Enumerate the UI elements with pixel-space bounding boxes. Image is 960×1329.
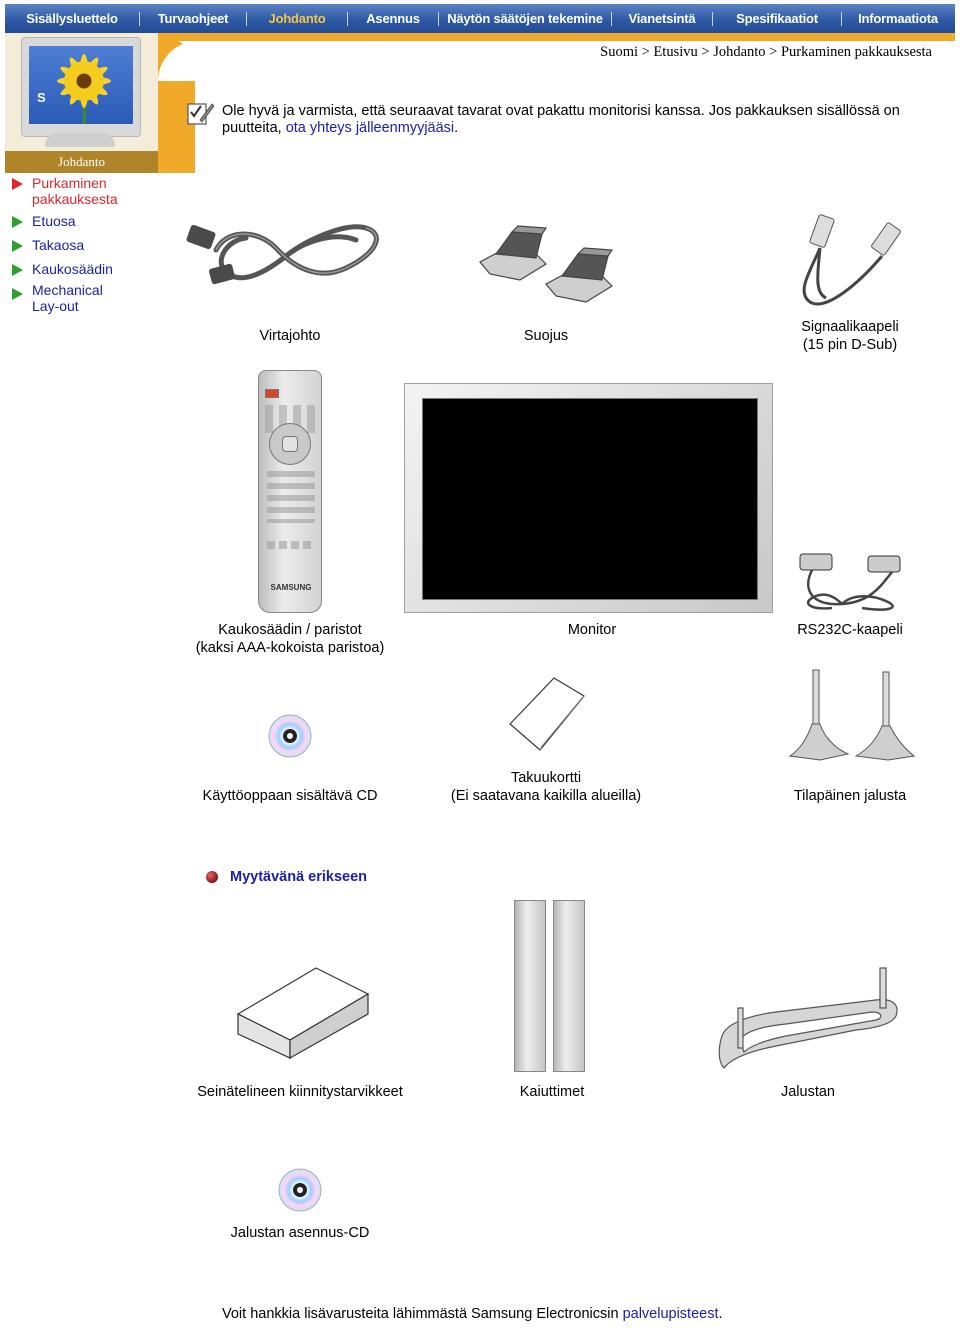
sidebar-item-purkaminen[interactable]: Purkaminen pakkauksesta xyxy=(12,175,142,207)
sidebar-item-etuosa[interactable]: Etuosa xyxy=(12,213,142,229)
contact-dealer-link[interactable]: ota yhteys jälleenmyyjääsi xyxy=(285,120,455,136)
monitor-screen: S xyxy=(29,46,133,124)
sidebar-item-kaukosaadin[interactable]: Kaukosäädin xyxy=(12,261,142,277)
nav-separator xyxy=(139,11,140,26)
nav-separator xyxy=(841,11,842,26)
intro-text: Ole hyvä ja varmista, että seuraavat tav… xyxy=(222,103,937,137)
remote-caption: Kaukosäädin / paristot (kaksi AAA-kokois… xyxy=(196,622,385,657)
orange-frame-top xyxy=(158,33,955,41)
sidebar-item-takaosa[interactable]: Takaosa xyxy=(12,237,142,253)
nav-johdanto[interactable]: Johdanto xyxy=(268,11,326,26)
rs232-cable-image xyxy=(799,553,901,611)
nav-vianetsinta[interactable]: Vianetsintä xyxy=(628,11,696,26)
pedestal-stand-image xyxy=(718,967,898,1069)
nav-separator xyxy=(246,11,247,26)
monitor-caption: Monitor xyxy=(567,622,617,638)
triangle-arrow-icon xyxy=(12,216,23,228)
signal-cable-image xyxy=(802,214,901,306)
footer-body: Voit hankkia lisävarusteita lähimmästä S… xyxy=(222,1306,619,1322)
service-center-link[interactable]: palvelupisteest xyxy=(622,1306,719,1322)
nav-turvaohjeet[interactable]: Turvaohjeet xyxy=(157,11,229,26)
stand-cd-image xyxy=(278,1168,322,1212)
power-cord-caption: Virtajohto xyxy=(259,328,321,344)
monitor-illustration: S xyxy=(5,33,158,151)
section-label: Johdanto xyxy=(5,151,158,173)
triangle-arrow-icon xyxy=(12,240,23,252)
remote-brand-label: SAMSUNG xyxy=(270,583,312,592)
wall-mount-kit-image xyxy=(236,967,370,1060)
signal-cable-caption: Signaalikaapeli (15 pin D-Sub) xyxy=(801,319,899,354)
red-bullet-icon xyxy=(206,871,218,883)
cd-caption: Käyttöoppaan sisältävä CD xyxy=(202,788,378,804)
cover-image xyxy=(479,225,614,303)
sidebar-item-label: Takaosa xyxy=(32,237,85,253)
monitor-base xyxy=(45,133,115,147)
pedestal-caption: Jalustan xyxy=(780,1084,836,1100)
triangle-arrow-icon xyxy=(12,264,23,276)
top-navigation: Sisällysluettelo Turvaohjeet Johdanto As… xyxy=(5,4,955,33)
nav-asennus[interactable]: Asennus xyxy=(366,11,420,26)
remote-control-image: SAMSUNG xyxy=(258,370,322,613)
breadcrumb: Suomi > Etusivu > Johdanto > Purkaminen … xyxy=(600,44,932,61)
warranty-caption-line1: Takuukortti xyxy=(510,770,582,786)
monitor-graphic: S xyxy=(21,37,141,137)
remote-caption-line2: (kaksi AAA-kokoista paristoa) xyxy=(195,639,385,656)
nav-informaatiota[interactable]: Informaatiota xyxy=(858,11,938,26)
breadcrumb-johdanto[interactable]: Johdanto xyxy=(713,44,766,60)
breadcrumb-current[interactable]: Purkaminen pakkauksesta xyxy=(780,44,932,60)
samsung-logo: S xyxy=(37,90,46,105)
stand-cd-caption: Jalustan asennus-CD xyxy=(230,1225,370,1241)
intro-end: . xyxy=(454,120,459,136)
power-cord-image xyxy=(186,224,379,285)
cd-image xyxy=(268,714,312,758)
rs232-caption: RS232C-kaapeli xyxy=(797,622,903,638)
speakers-caption: Kaiuttimet xyxy=(519,1084,585,1100)
stand-image xyxy=(788,669,916,761)
sidebar-item-mechanical-layout[interactable]: Mechanical Lay-out xyxy=(12,282,112,314)
sidebar-item-label: Etuosa xyxy=(32,213,76,229)
nav-separator xyxy=(611,11,612,26)
nav-spesifikaatiot[interactable]: Spesifikaatiot xyxy=(736,11,818,26)
signal-cable-caption-line2: (15 pin D-Sub) xyxy=(802,336,898,353)
nav-naytön-saatojen-tekemine[interactable]: Näytön säätöjen tekemine xyxy=(447,11,603,26)
sidebar-item-label: Mechanical Lay-out xyxy=(32,282,103,314)
footer-text: Voit hankkia lisävarusteita lähimmästä S… xyxy=(222,1306,723,1322)
warranty-card-image xyxy=(509,677,585,751)
breadcrumb-separator: > xyxy=(769,44,778,60)
triangle-arrow-icon xyxy=(12,288,23,300)
triangle-arrow-icon xyxy=(12,178,23,190)
nav-separator xyxy=(438,11,439,26)
breadcrumb-suomi[interactable]: Suomi xyxy=(600,44,638,60)
nav-sisallysluettelo[interactable]: Sisällysluettelo xyxy=(26,11,118,26)
footer-end: . xyxy=(718,1306,723,1322)
sold-separately-heading: Myytävänä erikseen xyxy=(206,869,367,885)
speaker-left-image xyxy=(514,900,546,1072)
warranty-caption: Takuukortti (Ei saatavana kaikilla aluei… xyxy=(451,770,641,805)
nav-separator xyxy=(347,11,348,26)
breadcrumb-separator: > xyxy=(701,44,710,60)
cover-caption: Suojus xyxy=(523,328,569,344)
sidebar-item-label: Kaukosäädin xyxy=(32,261,113,277)
breadcrumb-separator: > xyxy=(641,44,650,60)
speaker-right-image xyxy=(553,900,585,1072)
nav-separator xyxy=(712,11,713,26)
breadcrumb-etusivu[interactable]: Etusivu xyxy=(653,44,698,60)
warranty-caption-line2: (Ei saatavana kaikilla alueilla) xyxy=(450,787,642,804)
sunflower-image xyxy=(61,58,107,104)
wall-mount-caption: Seinätelineen kiinnitystarvikkeet xyxy=(197,1084,403,1100)
checklist-pencil-icon xyxy=(187,103,214,125)
sold-separately-title: Myytävänä erikseen xyxy=(230,869,368,885)
sidebar-item-label: Purkaminen pakkauksesta xyxy=(32,175,118,207)
monitor-image xyxy=(404,383,773,613)
signal-cable-caption-line1: Signaalikaapeli xyxy=(801,319,899,335)
stand-caption: Tilapäinen jalusta xyxy=(793,788,907,804)
intro-body: Ole hyvä ja varmista, että seuraavat tav… xyxy=(222,103,900,136)
remote-caption-line1: Kaukosäädin / paristot xyxy=(218,622,362,638)
